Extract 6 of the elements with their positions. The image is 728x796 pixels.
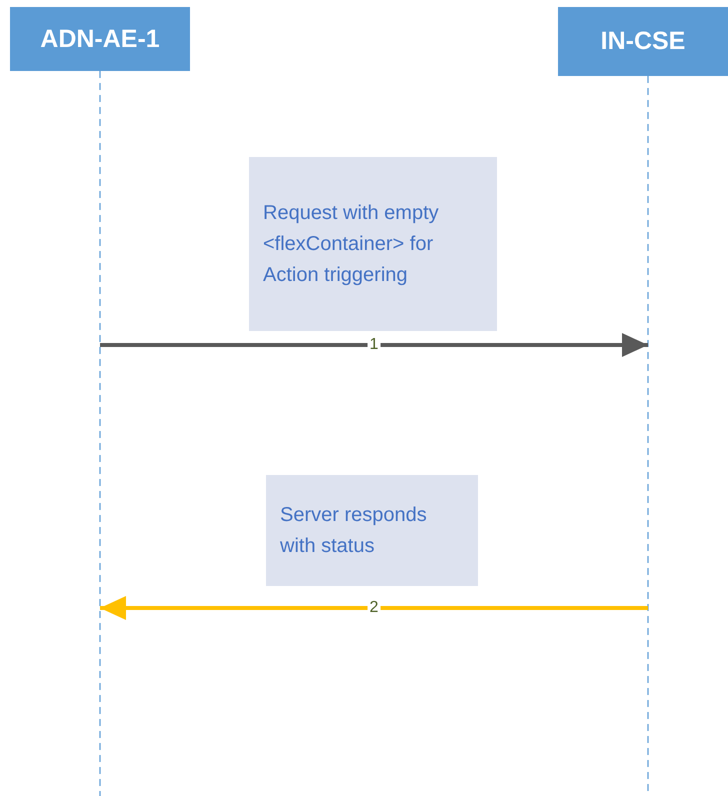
note-box: Server responds with status	[266, 475, 478, 586]
note-box: Request with empty <flexContainer> for Action triggering	[249, 157, 497, 331]
participant-box: IN-CSE	[558, 7, 728, 76]
message-arrow	[100, 333, 648, 357]
participant-box: ADN-AE-1	[10, 7, 190, 71]
message-arrow	[100, 596, 648, 620]
